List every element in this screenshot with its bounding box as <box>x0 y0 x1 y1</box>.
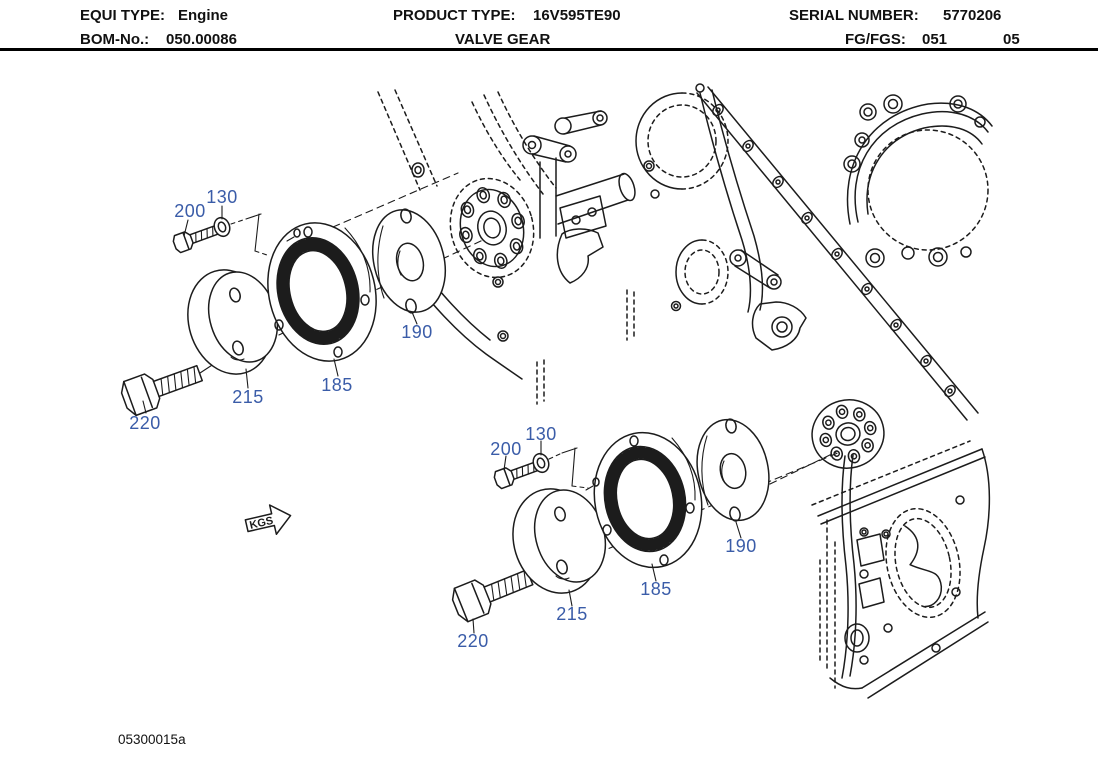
ring-185-upper <box>267 222 377 362</box>
part-callout-190-11[interactable]: 190 <box>725 536 757 556</box>
assembly-title: VALVE GEAR <box>455 31 551 48</box>
product-type-value: 16V595TE90 <box>533 7 621 24</box>
ring-185-lower <box>585 431 703 569</box>
engine-housing-drawing <box>377 83 993 699</box>
part-callout-200-0[interactable]: 200 <box>174 201 206 221</box>
hex-bolt-220-lower <box>451 569 534 623</box>
kgs-flag: KGS <box>244 504 292 535</box>
kgs-flag-label: KGS <box>248 515 274 532</box>
washer-130-upper <box>213 216 231 238</box>
disc-190-upper <box>372 208 446 314</box>
equi-type-value: Engine <box>178 7 229 24</box>
part-callout-220-8[interactable]: 220 <box>457 631 489 651</box>
fg-fgs-suffix: 05 <box>1003 31 1020 48</box>
equi-type-label: EQUI TYPE: <box>80 7 166 24</box>
cover-215-lower <box>512 488 607 594</box>
part-callout-215-9[interactable]: 215 <box>556 604 588 624</box>
disc-190-lower <box>696 418 770 522</box>
fg-fgs-value: 051 <box>922 31 948 48</box>
part-callout-130-1[interactable]: 130 <box>206 187 238 207</box>
product-type-label: PRODUCT TYPE: <box>393 7 516 24</box>
part-callout-190-5[interactable]: 190 <box>401 322 433 342</box>
cover-215-upper <box>187 269 279 375</box>
assembly-upper <box>120 205 446 417</box>
bom-no-value: 050.00086 <box>166 31 237 48</box>
part-callout-200-6[interactable]: 200 <box>490 439 522 459</box>
hex-bolt-220-upper <box>120 364 203 417</box>
part-callout-185-4[interactable]: 185 <box>321 375 353 395</box>
serial-number-value: 5770206 <box>943 7 1002 24</box>
bom-no-label: BOM-No.: <box>80 31 150 48</box>
fg-fgs-label: FG/FGS: <box>845 31 906 48</box>
part-callout-185-10[interactable]: 185 <box>640 579 672 599</box>
drawing-number: 05300015a <box>118 732 186 747</box>
serial-number-label: SERIAL NUMBER: <box>789 7 919 24</box>
part-callout-215-3[interactable]: 215 <box>232 387 264 407</box>
assembly-lower <box>451 418 770 634</box>
header-divider <box>0 48 1098 51</box>
part-callout-220-2[interactable]: 220 <box>129 413 161 433</box>
washer-130-lower <box>532 452 550 474</box>
part-callout-130-7[interactable]: 130 <box>525 424 557 444</box>
